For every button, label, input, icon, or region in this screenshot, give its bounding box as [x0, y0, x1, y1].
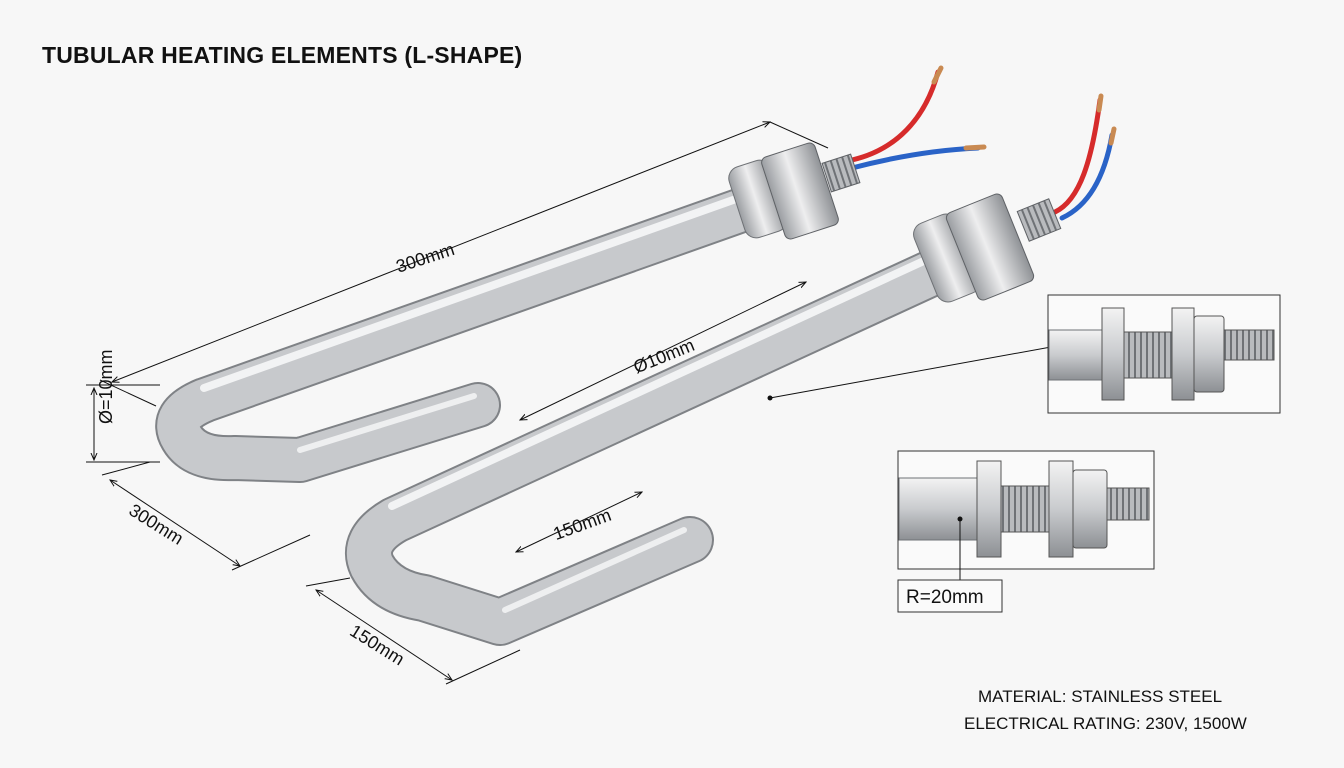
thread-1 [821, 153, 861, 193]
page-title: TUBULAR HEATING ELEMENTS (L-SHAPE) [42, 42, 523, 68]
blue-wire-2 [1059, 132, 1115, 221]
thread-2 [1016, 198, 1062, 242]
red-wire-2 [1052, 97, 1103, 215]
bend-radius-label: R=20mm [906, 587, 984, 608]
dimension-lines [86, 122, 1063, 685]
hex-nut-2 [945, 193, 1035, 301]
heating-element-1 [155, 65, 987, 483]
material-spec: MATERIAL: STAINLESS STEEL [978, 687, 1223, 706]
detail-inset-1 [1047, 294, 1281, 414]
dim-top-length: 300mm [394, 239, 457, 277]
hex-nut-1 [761, 142, 839, 240]
callout-dot [767, 395, 773, 401]
dim-inner-leg: 150mm [551, 505, 614, 544]
tube-1-body [157, 179, 791, 481]
red-wire-1 [849, 69, 941, 163]
detail-inset-2 [897, 450, 1155, 582]
bend-radius-box [897, 579, 1003, 613]
electrical-rating: ELECTRICAL RATING: 230V, 1500W [964, 714, 1247, 733]
blue-wire-1 [849, 145, 981, 171]
dim-end-diameter: Ø=10mm [96, 349, 116, 424]
